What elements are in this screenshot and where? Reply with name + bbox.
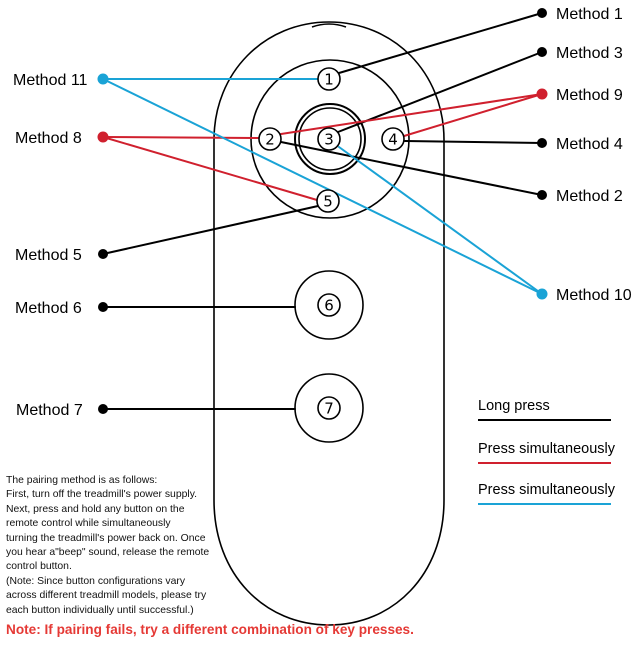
instruction-line: control button. <box>6 561 72 573</box>
line-method3 <box>337 51 543 133</box>
svg-text:1: 1 <box>324 71 334 89</box>
button-4[interactable]: 4 <box>381 127 405 151</box>
remote-body <box>213 21 445 626</box>
dot-method8 <box>97 131 109 143</box>
svg-text:3: 3 <box>324 131 334 149</box>
label-method4: Method 4 <box>556 136 623 153</box>
dot-method1 <box>537 8 547 18</box>
button-6-body[interactable] <box>294 270 364 340</box>
dot-method2 <box>537 190 547 200</box>
svg-text:2: 2 <box>265 131 275 149</box>
instruction-line: (Note: Since button configurations vary <box>6 575 186 587</box>
dot-method4 <box>537 138 547 148</box>
dot-method3 <box>537 47 547 57</box>
button-1[interactable]: 1 <box>317 67 341 91</box>
legend-long-press-label: Long press <box>478 398 550 414</box>
pairing-failure-note: Note: If pairing fails, try a different … <box>6 622 414 637</box>
label-method10: Method 10 <box>556 287 632 304</box>
instruction-line: The pairing method is as follows: <box>6 475 158 486</box>
label-method9: Method 9 <box>556 87 623 104</box>
label-method7: Method 7 <box>16 402 83 419</box>
dot-method6 <box>98 302 108 312</box>
remote-top-notch <box>311 23 347 28</box>
legend: Long press Press simultaneously Press si… <box>478 398 616 505</box>
pairing-instructions: The pairing method is as follows: First,… <box>6 474 322 618</box>
button-3[interactable]: 3 <box>317 127 341 151</box>
line-method2 <box>280 141 543 196</box>
dot-method9 <box>536 88 548 100</box>
instruction-line: turning the treadmill's power back on. O… <box>6 532 206 544</box>
svg-text:4: 4 <box>388 131 398 149</box>
line-method9-to-4 <box>403 93 543 137</box>
dot-method10 <box>536 288 548 300</box>
instruction-line: each button individually until successfu… <box>6 604 194 616</box>
dpad-center-inner <box>298 107 362 171</box>
line-method5 <box>102 205 319 255</box>
instruction-line: Next, press and hold any button on the <box>6 503 185 515</box>
line-method1 <box>338 12 543 74</box>
label-method2: Method 2 <box>556 188 623 205</box>
dot-method7 <box>98 404 108 414</box>
instruction-line: remote control while simultaneously <box>6 518 171 530</box>
button-5[interactable]: 5 <box>316 189 340 213</box>
line-method4 <box>404 140 543 144</box>
legend-simultaneous-blue-label: Press simultaneously <box>478 482 616 498</box>
line-method11-to-10 <box>102 78 543 295</box>
line-method10-to-3 <box>338 146 543 295</box>
dpad-center-ring <box>294 103 366 175</box>
label-method1: Method 1 <box>556 6 623 23</box>
line-method8-to-5 <box>102 136 318 201</box>
button-2[interactable]: 2 <box>258 127 282 151</box>
svg-text:7: 7 <box>324 400 334 418</box>
svg-text:6: 6 <box>324 297 334 315</box>
label-method11: Method 11 <box>13 72 88 89</box>
instruction-line: across different treadmill models, pleas… <box>6 590 207 602</box>
label-method3: Method 3 <box>556 45 623 62</box>
dot-method11 <box>97 73 109 85</box>
label-method6: Method 6 <box>15 300 82 317</box>
line-method8-to-2 <box>102 136 260 139</box>
legend-simultaneous-red-label: Press simultaneously <box>478 441 616 457</box>
label-method8: Method 8 <box>15 130 82 147</box>
line-method9-to-2 <box>280 93 543 135</box>
instruction-line: you hear a"beep" sound, release the remo… <box>6 547 210 559</box>
dot-method5 <box>98 249 108 259</box>
svg-text:5: 5 <box>323 193 333 211</box>
instruction-line: First, turn off the treadmill's power su… <box>6 489 198 501</box>
label-method5: Method 5 <box>15 247 82 264</box>
button-6[interactable]: 6 <box>317 293 341 317</box>
button-7[interactable]: 7 <box>317 396 341 420</box>
dpad-outer-ring <box>250 59 410 219</box>
